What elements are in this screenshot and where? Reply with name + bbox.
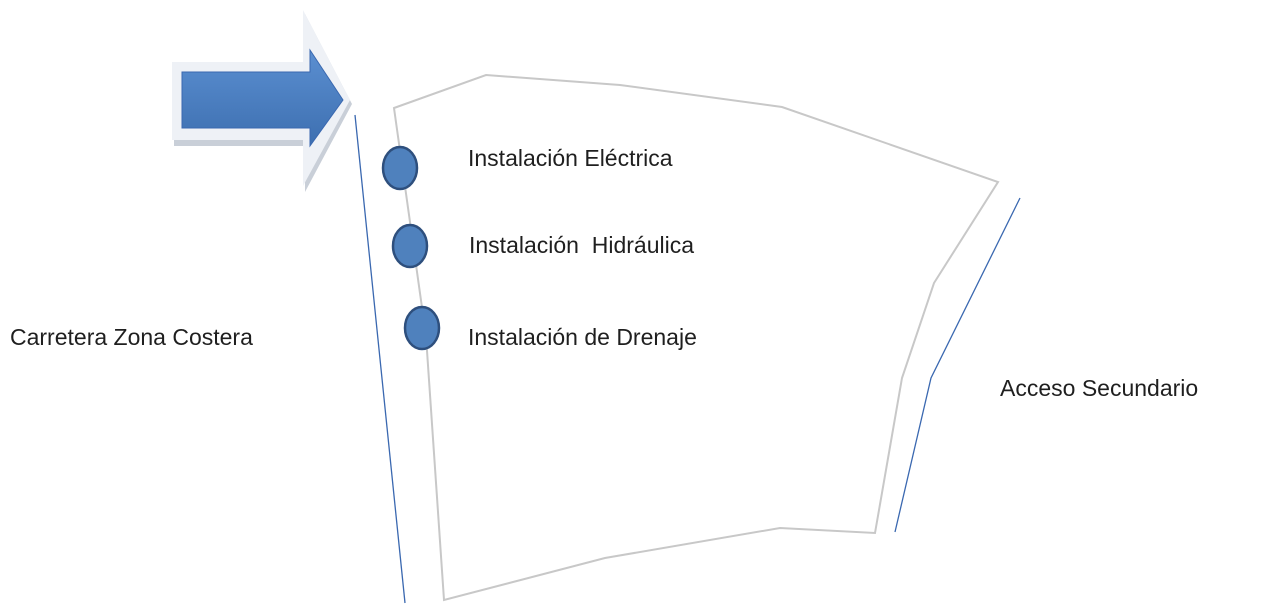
drainage-installation-label: Instalación de Drenaje <box>468 324 697 350</box>
secondary-access-line <box>894 197 1021 533</box>
secondary-access-label: Acceso Secundario <box>1000 375 1199 401</box>
hydraulic-installation-label: Instalación Hidráulica <box>469 232 695 258</box>
road-line <box>354 114 406 604</box>
right-arrow-icon <box>172 10 352 192</box>
electric-installation-label: Instalación Eléctrica <box>468 145 673 171</box>
drainage-marker-icon <box>403 305 441 351</box>
arrow-body <box>181 48 344 148</box>
electric-marker-icon <box>381 145 419 191</box>
lot-boundary <box>392 73 1000 602</box>
hydraulic-marker-icon <box>391 223 429 269</box>
road-label: Carretera Zona Costera <box>10 324 253 350</box>
